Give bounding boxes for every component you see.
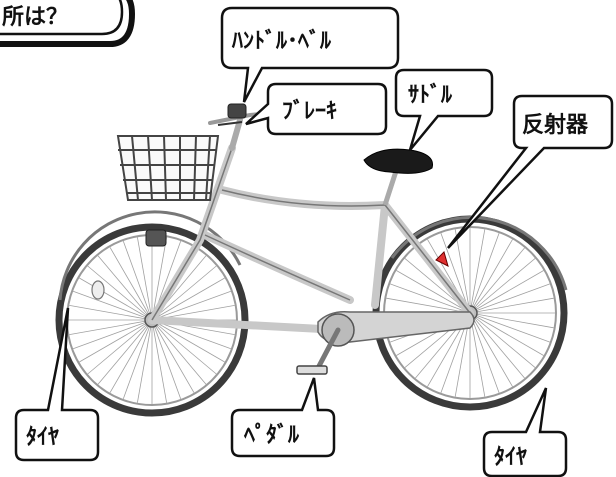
spoke [72, 319, 153, 350]
spoke [469, 312, 554, 329]
spoke [469, 283, 551, 314]
title-text: 所は？ [2, 5, 68, 30]
saddle [363, 148, 434, 174]
spoke [440, 232, 471, 314]
spoke [151, 319, 182, 400]
label-handle-bell: ﾊﾝﾄﾞﾙ･ﾍﾞﾙ [231, 28, 332, 54]
spoke [122, 319, 153, 400]
spoke [79, 277, 153, 321]
spoke [151, 319, 195, 393]
spoke [151, 290, 232, 321]
spoke [386, 297, 471, 314]
label-reflector: 反射器 [522, 112, 589, 138]
spoke [109, 247, 153, 321]
spoke [151, 237, 167, 321]
basket [116, 135, 220, 201]
spoke [151, 319, 217, 375]
bell [227, 103, 247, 119]
spoke [87, 319, 153, 375]
label-brake: ﾌﾞﾚｰｷ [282, 98, 337, 124]
callout-tire-left: ﾀｲﾔ [14, 307, 100, 462]
spoke [469, 258, 536, 314]
spoke [469, 239, 513, 314]
label-tire-right: ﾀｲﾔ [494, 445, 527, 470]
spoke [469, 312, 500, 394]
spoke [69, 305, 153, 321]
spoke [97, 255, 153, 321]
spoke [151, 277, 225, 321]
spoke [151, 319, 207, 385]
spoke [469, 312, 544, 356]
callout-brake: ﾌﾞﾚｰｷ [245, 82, 388, 136]
callout-pedal: ﾍﾟﾀﾞﾙ [230, 377, 336, 458]
spoke [389, 283, 471, 314]
spoke [137, 319, 153, 403]
spoke [109, 319, 153, 393]
spoke [469, 232, 500, 314]
label-tire-left: ﾀｲﾔ [26, 425, 59, 450]
callout-handle-bell: ﾊﾝﾄﾞﾙ･ﾍﾞﾙ [220, 6, 400, 103]
title-box: 所は？ [0, 0, 136, 47]
spoke [97, 319, 153, 385]
spoke [469, 312, 551, 343]
pedal [296, 365, 328, 375]
spoke [69, 319, 153, 335]
spoke [469, 297, 554, 314]
spoke [469, 312, 513, 387]
callout-saddle: ｻﾄﾞﾙ [394, 68, 494, 151]
spoke [469, 312, 536, 368]
reflector [435, 251, 449, 267]
spoke [151, 319, 167, 403]
spoke [469, 312, 486, 397]
callout-tire-right: ﾀｲﾔ [482, 387, 568, 477]
spoke [137, 237, 153, 321]
spoke [72, 290, 153, 321]
callout-reflector: 反射器 [447, 94, 614, 249]
spoke [122, 240, 153, 321]
spoke [151, 319, 232, 350]
spoke [87, 265, 153, 321]
spoke [469, 247, 525, 314]
spoke [151, 319, 225, 363]
spoke [396, 270, 471, 314]
spoke [79, 319, 153, 363]
spoke [454, 229, 471, 314]
spoke [469, 229, 486, 314]
spoke [469, 270, 544, 314]
spoke [151, 265, 217, 321]
label-saddle: ｻﾄﾞﾙ [408, 82, 453, 108]
spoke [469, 312, 525, 379]
bicycle [55, 103, 568, 417]
label-pedal: ﾍﾟﾀﾞﾙ [243, 422, 300, 448]
